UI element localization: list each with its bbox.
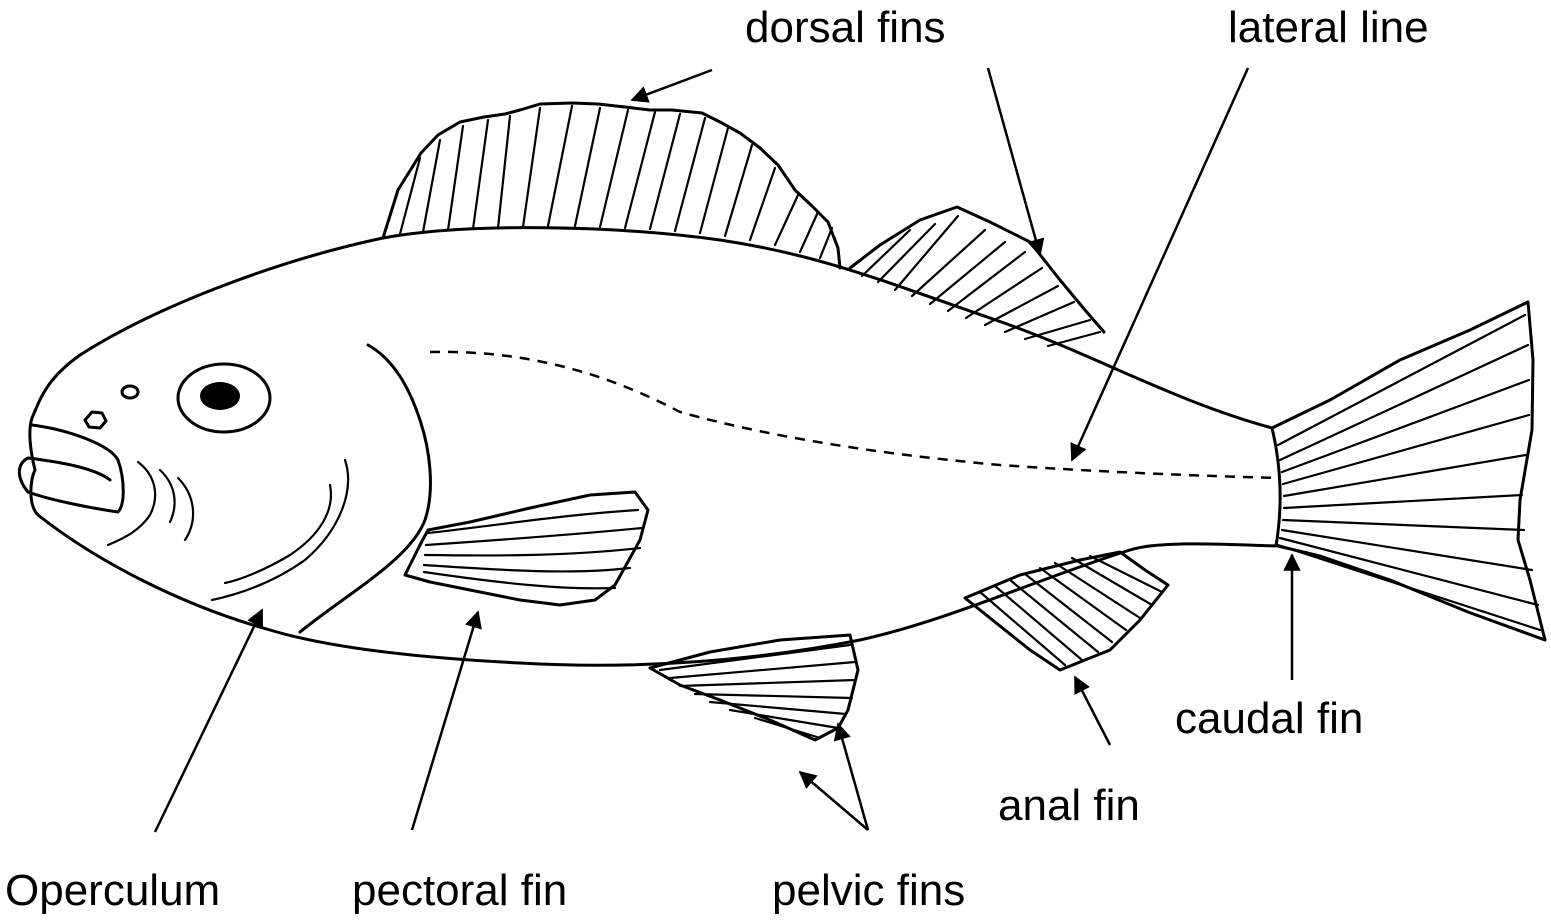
lateral-line-path [430, 352, 1280, 478]
pelvic-fins-label: pelvic fins [772, 866, 965, 915]
pelvic-fin-shape [650, 635, 858, 740]
caudal-fin-label: caudal fin [1175, 694, 1363, 743]
dorsal-fins-arrow [632, 70, 712, 100]
fish-eye [178, 364, 270, 432]
pectoral-fin-label: pectoral fin [352, 866, 567, 915]
pectoral-fin-arrow [412, 612, 478, 830]
pectoral-fin-shape [405, 492, 648, 605]
operculum-label: Operculum [5, 866, 220, 915]
operculum-arrow [155, 610, 262, 832]
anal-fin-shape [965, 552, 1168, 670]
lateral-line-label: lateral line [1228, 3, 1429, 52]
dorsal-fins-arrow [988, 68, 1040, 255]
anal-fin-label: anal fin [998, 781, 1140, 830]
pointer-arrows [155, 68, 1292, 832]
anal-fin-arrow [1075, 677, 1110, 745]
pelvic-fins-arrow [800, 772, 868, 830]
nostril [85, 412, 106, 428]
fish-drawing [19, 103, 1545, 740]
caudal-fin-shape [1272, 302, 1545, 640]
first-dorsal-fin [383, 103, 840, 268]
pelvic-fins-arrow [838, 724, 868, 830]
dorsal-fins-label: dorsal fins [745, 3, 946, 52]
second-dorsal-fin [850, 207, 1104, 346]
lateral-line-arrow [1072, 68, 1248, 460]
nostril [122, 386, 138, 398]
